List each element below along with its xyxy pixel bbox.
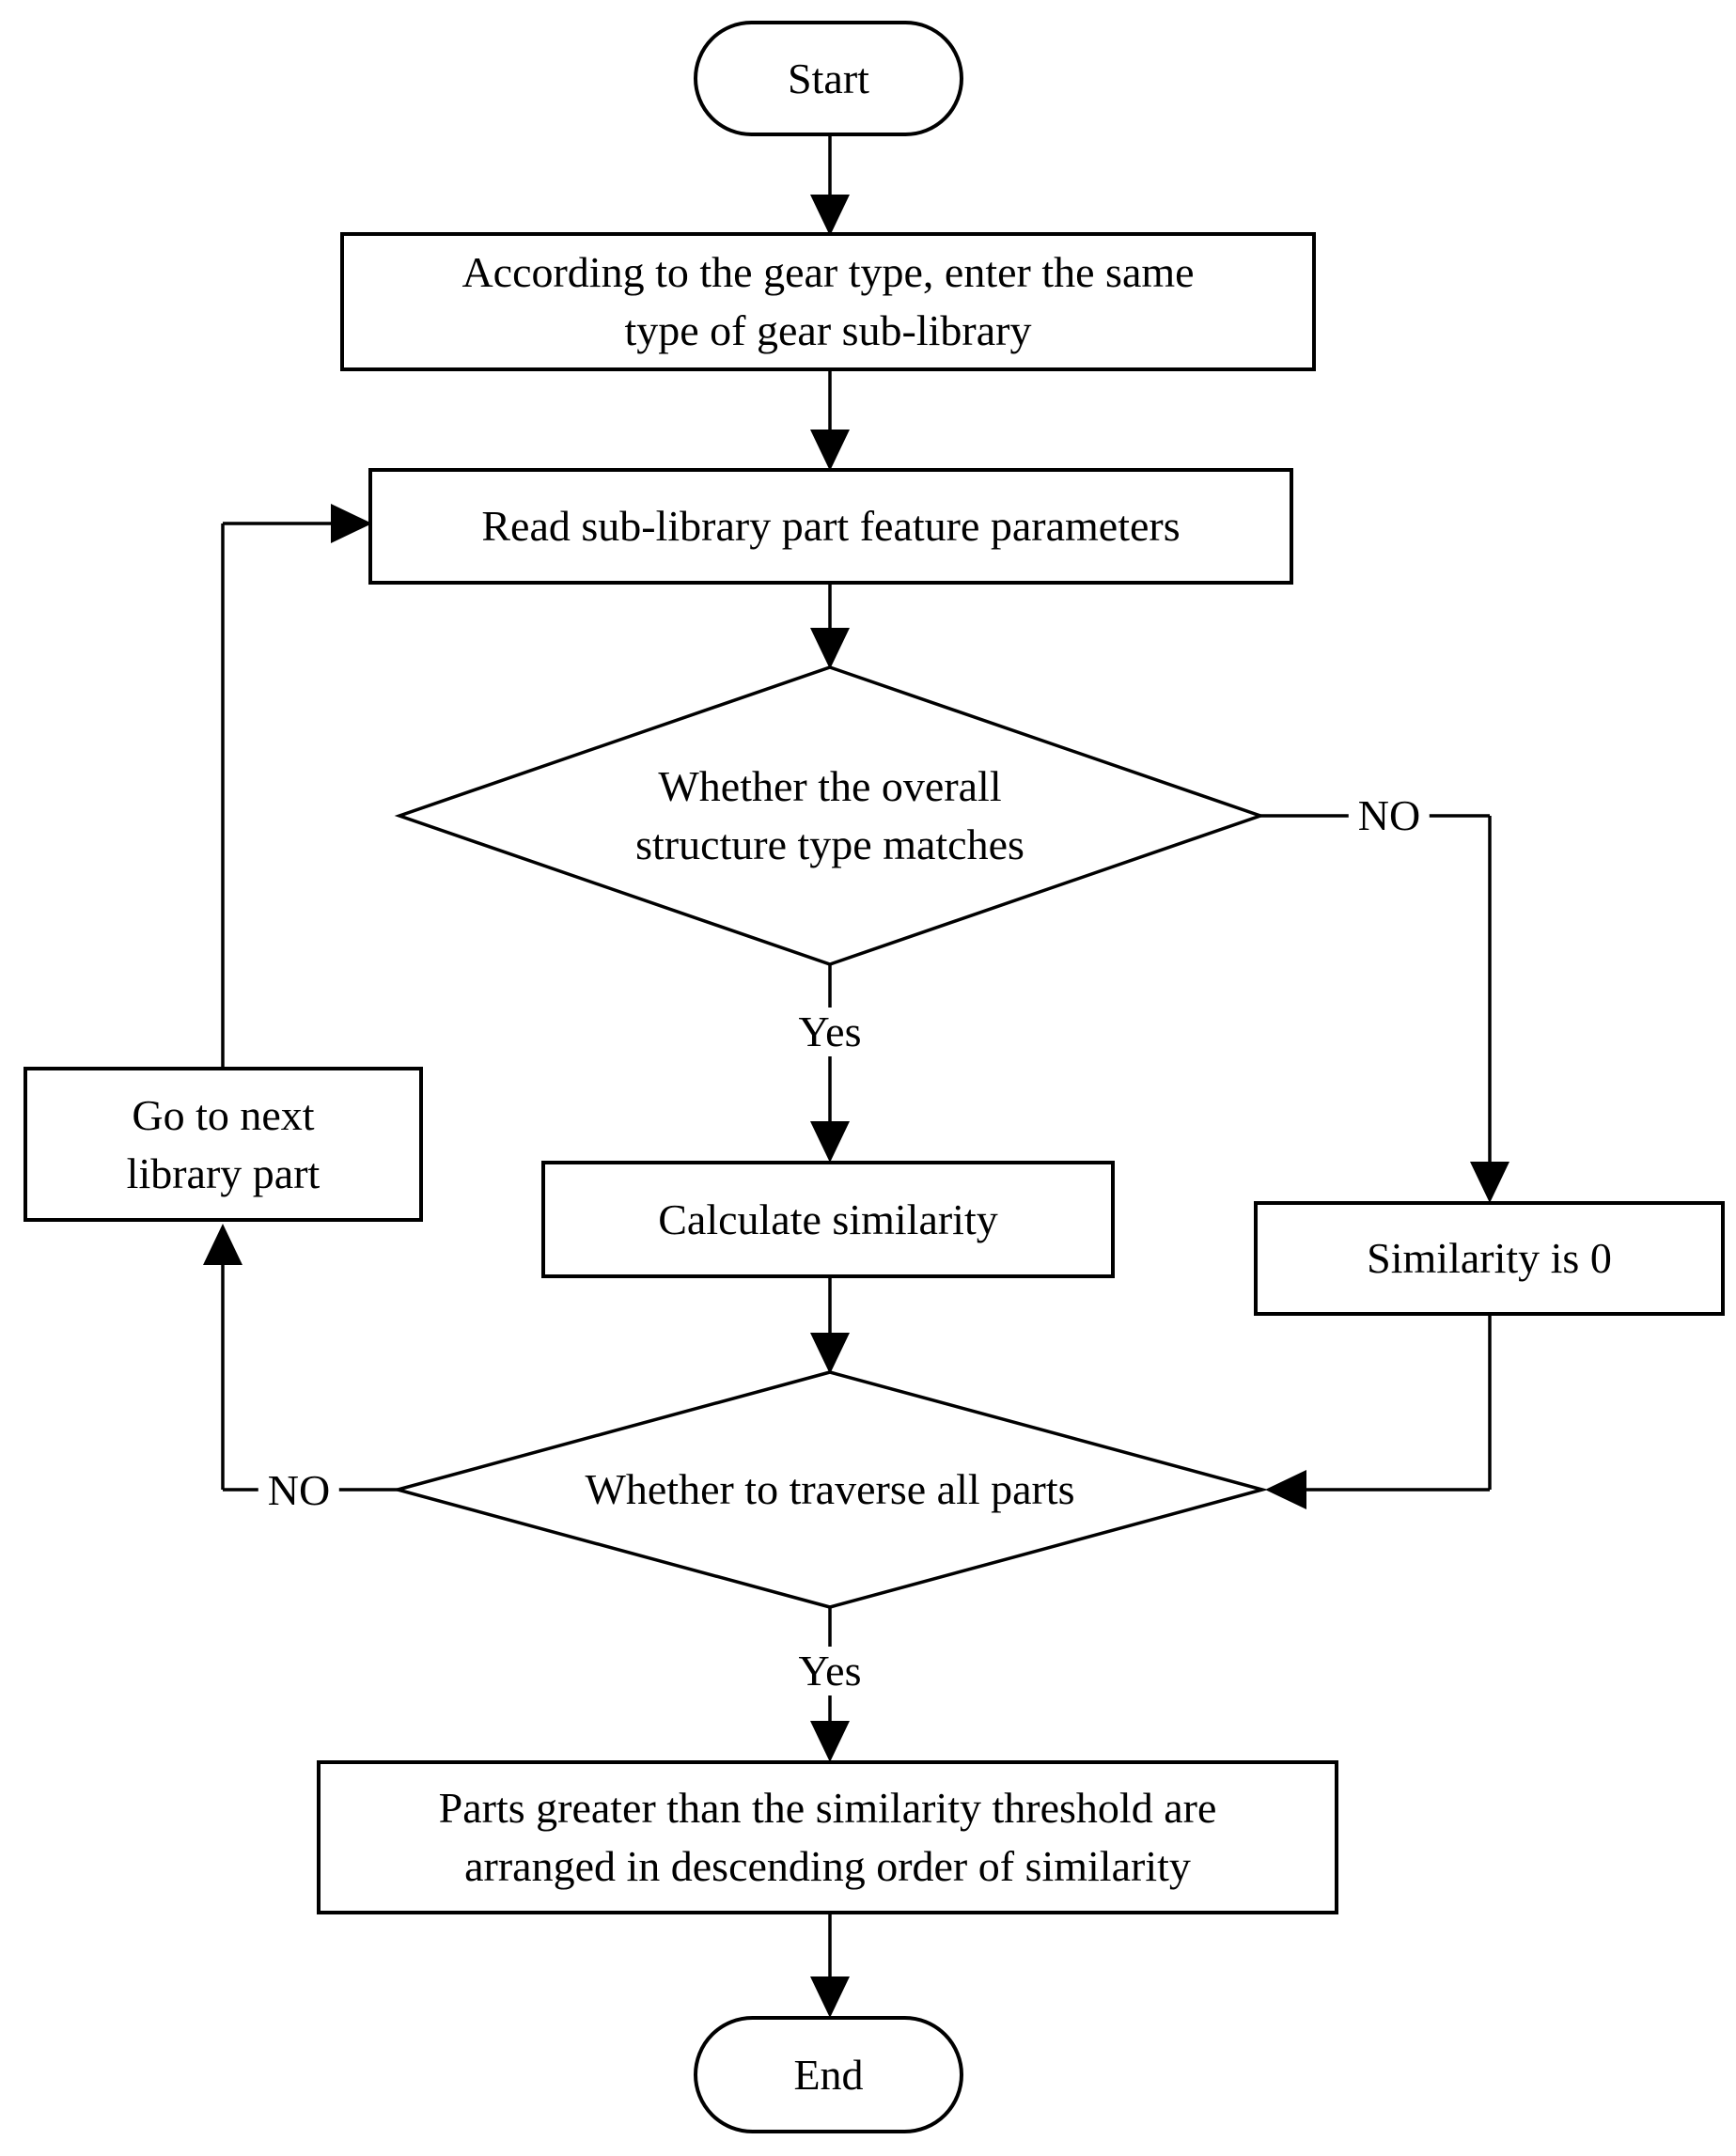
- decision-structure-match-label: Whether the overall structure type match…: [548, 750, 1112, 882]
- arrowhead-traverse-right: [1265, 1470, 1306, 1509]
- arrowhead-enter: [810, 195, 850, 236]
- arrowhead-sort: [810, 1721, 850, 1762]
- process-goto-next-part: Go to next library part: [23, 1067, 423, 1222]
- arrowhead-simzero: [1470, 1162, 1509, 1203]
- terminator-start-label: Start: [788, 54, 869, 102]
- edge-label-traverse-no: NO: [258, 1466, 340, 1515]
- process-calculate-similarity-label: Calculate similarity: [658, 1195, 998, 1243]
- arrowhead-end: [810, 1976, 850, 2018]
- process-calculate-similarity: Calculate similarity: [541, 1161, 1115, 1278]
- process-sort-results-line1: Parts greater than the similarity thresh…: [438, 1784, 1217, 1832]
- process-read-params-label: Read sub-library part feature parameters: [481, 502, 1181, 550]
- process-enter-sublibrary-line1: According to the gear type, enter the sa…: [461, 248, 1195, 296]
- arrowhead-read-left: [331, 504, 372, 543]
- arrowhead-read: [810, 430, 850, 471]
- arrowhead-traverse-top: [810, 1333, 850, 1374]
- edge-label-structurematch-no: NO: [1348, 791, 1431, 840]
- process-enter-sublibrary-line2: type of gear sub-library: [624, 306, 1032, 354]
- process-sort-results: Parts greater than the similarity thresh…: [317, 1760, 1338, 1914]
- arrowhead-calculate: [810, 1121, 850, 1163]
- decision-structure-match-line1: Whether the overall: [658, 762, 1002, 810]
- decision-traverse-all-label: Whether to traverse all parts: [454, 1459, 1206, 1521]
- process-sort-results-line2: arranged in descending order of similari…: [464, 1842, 1191, 1890]
- terminator-end: End: [694, 2016, 963, 2133]
- edge-label-traverse-yes: Yes: [789, 1647, 871, 1695]
- decision-traverse-all-line1: Whether to traverse all parts: [585, 1465, 1075, 1513]
- process-read-params: Read sub-library part feature parameters: [368, 468, 1293, 585]
- arrowhead-gotonext: [203, 1224, 242, 1265]
- terminator-start: Start: [694, 21, 963, 136]
- terminator-end-label: End: [793, 2050, 864, 2099]
- process-goto-next-line2: library part: [126, 1148, 321, 1197]
- process-similarity-zero-label: Similarity is 0: [1367, 1234, 1612, 1282]
- process-goto-next-line1: Go to next: [132, 1090, 315, 1139]
- process-enter-sublibrary: According to the gear type, enter the sa…: [340, 232, 1316, 371]
- edge-label-structurematch-yes: Yes: [789, 1008, 871, 1056]
- arrowhead-structurematch: [810, 628, 850, 669]
- decision-structure-match-line2: structure type matches: [635, 820, 1024, 868]
- process-similarity-zero: Similarity is 0: [1254, 1201, 1725, 1316]
